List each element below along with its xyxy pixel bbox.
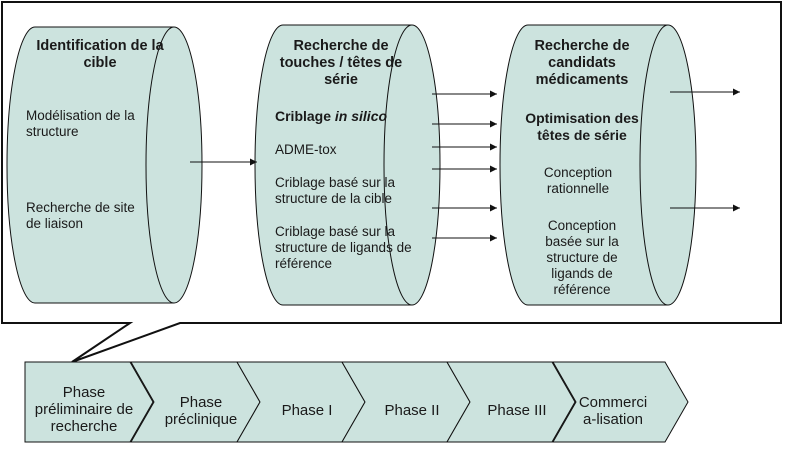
cylinder-3-item-2: Conception basée sur la structure de lig… <box>545 218 619 297</box>
cylinder-hit-search <box>254 24 441 306</box>
cylinder-2-item-1: Criblage in silico <box>275 108 425 124</box>
cylinder-candidate-search <box>499 24 697 306</box>
cylinder-1-item-2: Recherche de site de liaison <box>26 200 135 231</box>
in-silico-emphasis: in silico <box>334 108 388 124</box>
phase-label-2: Phase préclinique <box>164 394 238 428</box>
cylinder-3-subtitle: Optimisation des têtes de série <box>525 110 639 143</box>
phase-shape-6 <box>552 361 689 443</box>
criblage-prefix: Criblage <box>275 108 335 124</box>
cylinder-1-title: Identification de la cible <box>36 38 164 71</box>
cylinder-2-item-2: ADME-tox <box>275 142 337 157</box>
cylinder-target-identification <box>6 26 203 304</box>
cylinder-3-item-1: Conception rationnelle <box>543 165 613 196</box>
phase-label-5: Phase III <box>487 402 547 419</box>
cylinder-3-title: Recherche de candidats médicaments <box>534 38 630 88</box>
cylinder-2-item-4: Criblage basé sur la structure de ligand… <box>275 224 412 271</box>
cylinder-2-item-3: Criblage basé sur la structure de la cib… <box>275 175 396 206</box>
cylinder-2-title: Recherche de touches / têtes de série <box>279 38 403 88</box>
phase-label-6: Commercia-lisation <box>578 394 648 428</box>
phase-label-3: Phase I <box>281 402 333 419</box>
phase-label-1: Phase préliminaire de recherche <box>34 384 134 435</box>
phase-shape-1 <box>24 361 154 443</box>
phase-shape-5 <box>446 361 576 443</box>
phase-label-4: Phase II <box>384 402 440 419</box>
cylinder-1-item-1: Modélisation de la structure <box>26 108 135 139</box>
